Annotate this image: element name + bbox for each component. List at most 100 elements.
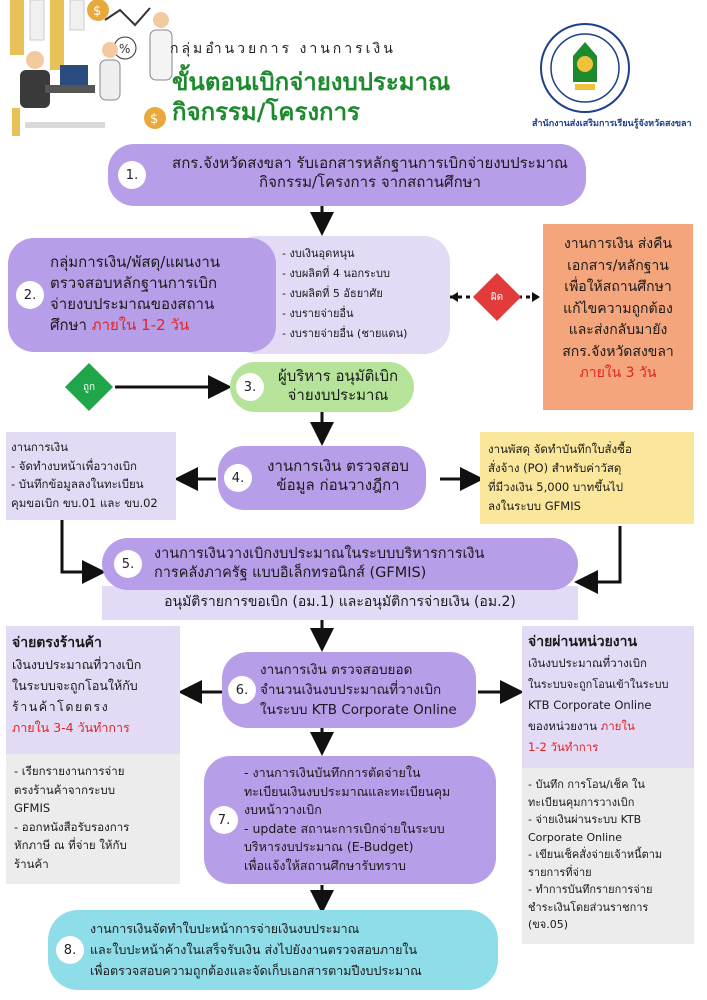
procurement-task: ที่มีวงเงิน 5,000 บาทขึ้นไป bbox=[488, 480, 624, 494]
budget-item: - งบผลิตที่ 5 อัธยาศัย bbox=[282, 287, 383, 300]
step-7-number: 7. bbox=[210, 806, 238, 834]
budget-item: - งบรายจ่ายอื่น bbox=[282, 307, 354, 320]
agency-pay-note: - บันทึก การโอน/เช็ค ใน bbox=[528, 778, 645, 791]
step-1-text: สกร.จังหวัดสงขลา รับเอกสารหลักฐานการเบิก… bbox=[172, 154, 568, 172]
agency-pay-note: - เขียนเช็คสั่งจ่ายเจ้าหนี้ตาม bbox=[528, 848, 663, 861]
agency-pay-box: จ่ายผ่านหน่วยงาน เงินงบประมาณที่วางเบิก … bbox=[522, 626, 694, 768]
wrong-text: และส่งกลับมายัง bbox=[568, 322, 668, 338]
wrong-return-box: งานการเงิน ส่งคืน เอกสาร/หลักฐาน เพื่อให… bbox=[543, 224, 693, 410]
org-name: สำนักงานส่งเสริมการเรียนรู้จังหวัดสงขลา bbox=[532, 119, 692, 129]
agency-pay-notes: - บันทึก การโอน/เช็ค ใน ทะเบียนคุมการวาง… bbox=[522, 768, 694, 944]
direct-pay-text: ร้านค้าโดยตรง bbox=[12, 699, 110, 714]
step-1-box: 1. สกร.จังหวัดสงขลา รับเอกสารหลักฐานการเ… bbox=[108, 144, 586, 206]
finance-task: - จัดทำงบหน้าเพื่อวางเบิก bbox=[11, 458, 138, 473]
procurement-task: ลงในระบบ GFMIS bbox=[488, 499, 581, 513]
finance-task: - บันทึกข้อมูลลงในทะเบียน bbox=[11, 477, 144, 491]
agency-pay-note: ชำระเงินโดยส่วนราชการ bbox=[528, 900, 649, 914]
step-6-number: 6. bbox=[228, 676, 256, 704]
step-6-text-3: ในระบบ KTB Corporate Online bbox=[260, 702, 457, 718]
step-4-number: 4. bbox=[224, 464, 252, 492]
agency-pay-note: - จ่ายเงินผ่านระบบ KTB bbox=[528, 813, 642, 826]
direct-pay-note: GFMIS bbox=[14, 801, 51, 815]
step-2-deadline: ภายใน 1-2 วัน bbox=[91, 316, 190, 334]
step-2-text: กลุ่มการเงิน/พัสดุ/แผนงาน bbox=[50, 253, 221, 271]
wrong-text: แก้ไขความถูกต้อง bbox=[563, 300, 673, 317]
header-illustration: $ % $ bbox=[0, 0, 190, 140]
finance-task: คุมขอเบิก ขบ.01 และ ขบ.02 bbox=[11, 495, 158, 510]
right-label: ถูก bbox=[82, 382, 96, 393]
step-6-box: 6. งานการเงิน ตรวจสอบยอด จำนวนเงินงบประม… bbox=[222, 652, 476, 728]
agency-pay-note: Corporate Online bbox=[528, 830, 622, 844]
arrow-right-5 bbox=[574, 526, 622, 594]
wrong-deadline: ภายใน 3 วัน bbox=[579, 365, 657, 381]
wrong-label: ผิด bbox=[490, 292, 504, 303]
agency-pay-note: รายการที่จ่าย bbox=[528, 865, 592, 879]
org-seal bbox=[539, 22, 631, 114]
step-7-text: ทะเบียนเงินงบประมาณและทะเบียนคุม bbox=[244, 783, 451, 799]
page-title-2: กิจกรรม/โครงการ bbox=[172, 98, 360, 126]
step-8-box: 8. งานการเงินจัดทำใบปะหน้าการจ่ายเงินงบป… bbox=[48, 910, 498, 990]
step-4-finance-box: งานการเงิน - จัดทำงบหน้าเพื่อวางเบิก - บ… bbox=[6, 432, 176, 520]
wrong-text: เอกสาร/หลักฐาน bbox=[567, 257, 669, 274]
procurement-task: สั่งจ้าง (PO) สำหรับค่าวัสดุ bbox=[488, 461, 622, 475]
step-5-box: 5. งานการเงินวางเบิกงบประมาณในระบบบริหาร… bbox=[102, 538, 578, 590]
direct-pay-text: เงินงบประมาณที่วางเบิก bbox=[12, 657, 142, 672]
direct-pay-note: ตรงร้านค้าจากระบบ bbox=[14, 782, 116, 797]
step-5-text-2: การคลังภาครัฐ แบบอิเล็กทรอนิกส์ (GFMIS) bbox=[154, 565, 427, 581]
agency-pay-title: จ่ายผ่านหน่วยงาน bbox=[528, 634, 638, 650]
direct-pay-note: - เรียกรายงานการจ่าย bbox=[14, 764, 125, 778]
step-7-text: งบหน้าวางเบิก bbox=[244, 802, 322, 817]
step-8-text-2: และใบปะหน้าค้างในเสร็จรับเงิน ส่งไปยังงา… bbox=[90, 942, 418, 957]
procurement-task: งานพัสดุ จัดทำบันทึกใบสั่งซื้อ bbox=[488, 442, 632, 456]
svg-text:$: $ bbox=[93, 4, 101, 19]
direct-pay-title: จ่ายตรงร้านค้า bbox=[12, 635, 102, 651]
step-8-text-3: เพื่อตรวจสอบความถูกต้องและจัดเก็บเอกสารต… bbox=[90, 963, 422, 978]
step-5-approval-box: อนุมัติรายการขอเบิก (อม.1) และอนุมัติการ… bbox=[102, 586, 578, 620]
agency-pay-note: - ทำการบันทึกรายการจ่าย bbox=[528, 883, 653, 896]
agency-pay-text: ของหน่วยงาน bbox=[528, 719, 601, 733]
wrong-text: งานการเงิน ส่งคืน bbox=[563, 236, 673, 252]
step-6-text-2: จำนวนเงินงบประมาณที่วางเบิก bbox=[260, 682, 442, 698]
step-4-box: 4. งานการเงิน ตรวจสอบ ข้อมูล ก่อนวางฎีกา bbox=[218, 446, 426, 510]
agency-pay-text: KTB Corporate Online bbox=[528, 698, 652, 712]
agency-pay-deadline: ภายใน bbox=[600, 719, 635, 733]
step-3-text-2: จ่ายงบประมาณ bbox=[287, 386, 389, 404]
step-5-approval-text: อนุมัติรายการขอเบิก (อม.1) และอนุมัติการ… bbox=[164, 594, 516, 610]
step-2-number: 2. bbox=[16, 281, 44, 309]
direct-pay-notes: - เรียกรายงานการจ่าย ตรงร้านค้าจากระบบ G… bbox=[6, 754, 180, 884]
step-3-box: 3. ผู้บริหาร อนุมัติเบิก จ่ายงบประมาณ bbox=[230, 362, 414, 412]
step-3-number: 3. bbox=[236, 373, 264, 401]
step-2-text-2: ตรวจสอบหลักฐานการเบิก bbox=[50, 274, 218, 292]
step-7-box: 7. - งานการเงินบันทึกการตัดจ่ายใน ทะเบีย… bbox=[204, 756, 496, 884]
step-8-number: 8. bbox=[56, 936, 84, 964]
step-4-text-2: ข้อมูล ก่อนวางฎีกา bbox=[276, 476, 400, 494]
step-4-procurement-box: งานพัสดุ จัดทำบันทึกใบสั่งซื้อ สั่งจ้าง … bbox=[480, 432, 694, 524]
direct-pay-box: จ่ายตรงร้านค้า เงินงบประมาณที่วางเบิก ใน… bbox=[6, 626, 180, 754]
direct-pay-text: ในระบบจะถูกโอนให้กับ bbox=[12, 678, 138, 693]
agency-pay-text: ในระบบจะถูกโอนเข้าในระบบ bbox=[528, 678, 669, 691]
step-7-text: - งานการเงินบันทึกการตัดจ่ายใน bbox=[244, 765, 421, 780]
step-5-text: งานการเงินวางเบิกงบประมาณในระบบบริหารการ… bbox=[154, 546, 485, 562]
direct-pay-note: หักภาษี ณ ที่จ่าย ให้กับ bbox=[14, 838, 127, 852]
agency-pay-note: (ขจ.05) bbox=[528, 918, 569, 931]
step-4-text: งานการเงิน ตรวจสอบ bbox=[267, 457, 409, 475]
step-6-text: งานการเงิน ตรวจสอบยอด bbox=[260, 662, 413, 678]
header-subtitle: กลุ่มอำนวยการ งานการเงิน bbox=[170, 41, 396, 57]
step-2-box: 2. กลุ่มการเงิน/พัสดุ/แผนงาน ตรวจสอบหลัก… bbox=[8, 238, 276, 352]
budget-item: - งบรายจ่ายอื่น (ชายแดน) bbox=[282, 327, 408, 340]
finance-task: งานการเงิน bbox=[11, 440, 68, 454]
step-1-number: 1. bbox=[118, 161, 146, 189]
agency-pay-note: ทะเบียนคุมการวางเบิก bbox=[528, 795, 635, 809]
svg-text:$: $ bbox=[150, 112, 158, 127]
step-2-text-4: ศึกษา bbox=[50, 316, 92, 334]
step-8-text: งานการเงินจัดทำใบปะหน้าการจ่ายเงินงบประม… bbox=[90, 921, 360, 936]
step-2-text-3: จ่ายงบประมาณของสถาน bbox=[50, 295, 215, 313]
step-5-number: 5. bbox=[114, 550, 142, 578]
direct-pay-note: ร้านค้า bbox=[14, 856, 49, 871]
page-title: ขั้นตอนเบิกจ่ายงบประมาณ bbox=[172, 68, 451, 96]
budget-item: - งบผลิตที่ 4 นอกระบบ bbox=[282, 267, 390, 280]
direct-pay-note: - ออกหนังสือรับรองการ bbox=[14, 819, 130, 834]
wrong-text: สกร.จังหวัดสงขลา bbox=[562, 343, 674, 360]
budget-item: - งบเงินอุดหนุน bbox=[282, 247, 355, 260]
step-7-text: - update สถานะการเบิกจ่ายในระบบ bbox=[244, 820, 445, 836]
